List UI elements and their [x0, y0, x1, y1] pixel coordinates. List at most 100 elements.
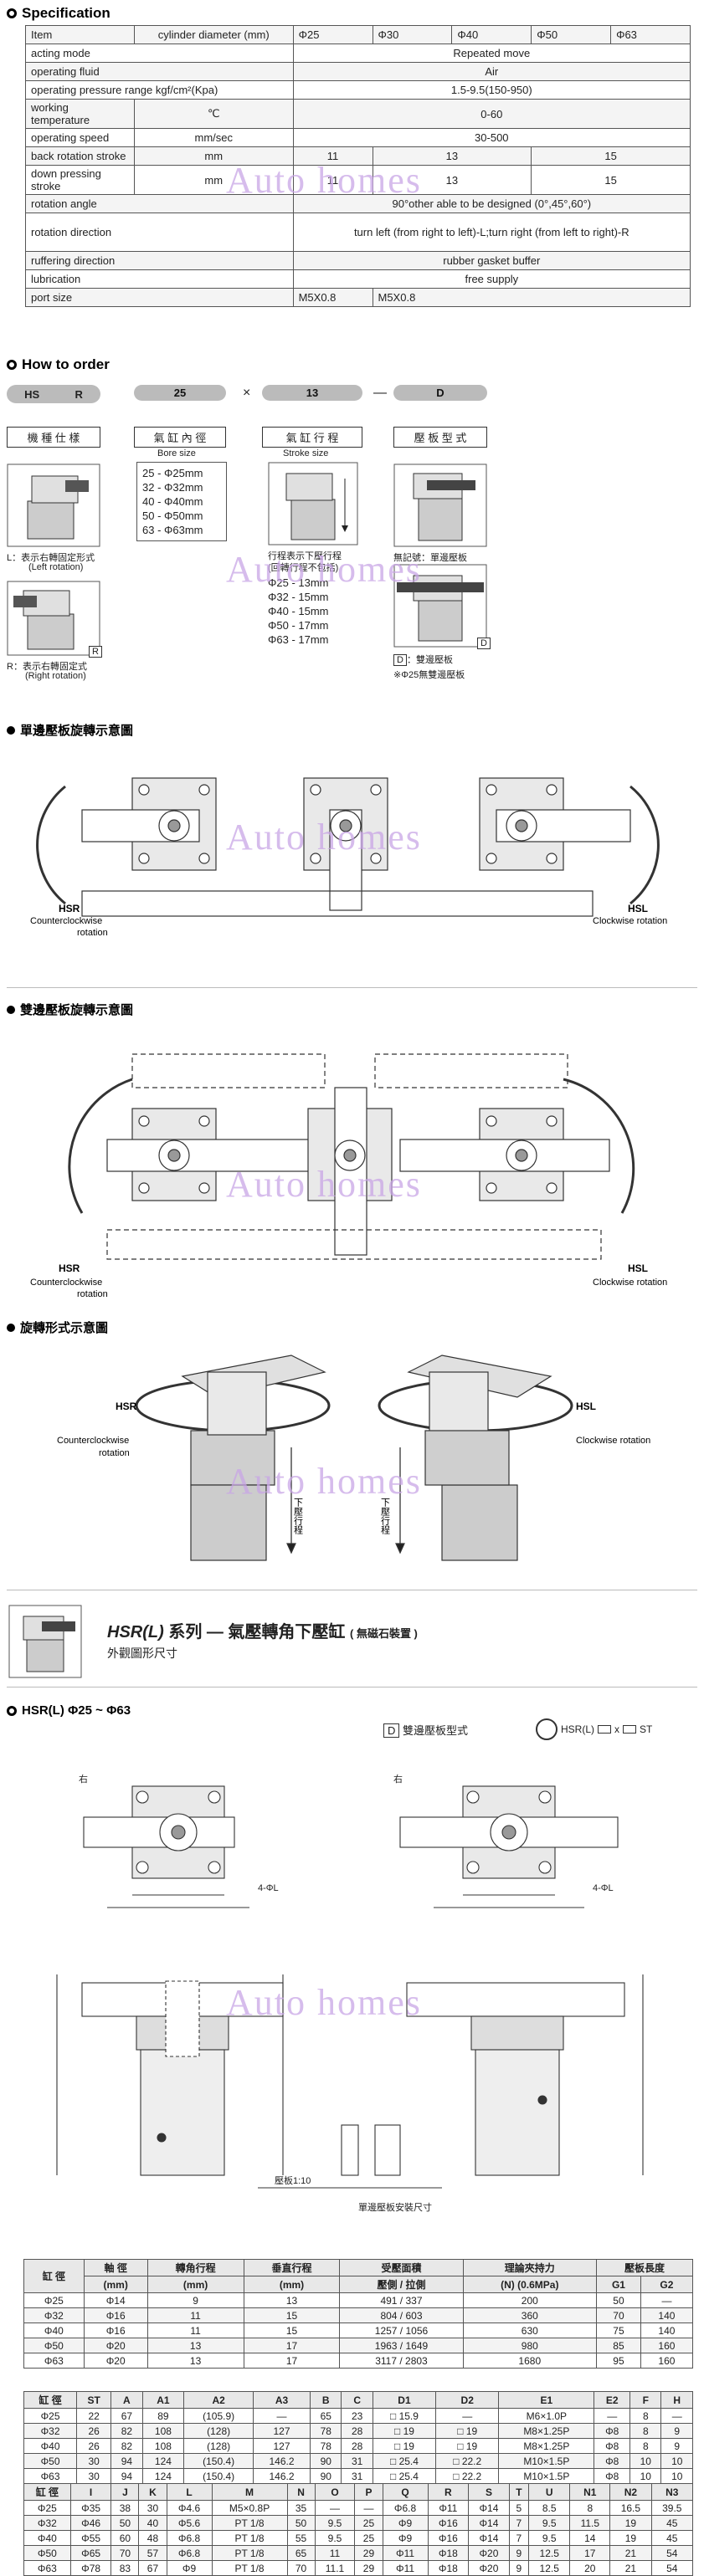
- table-cell: 9.5: [528, 2530, 571, 2546]
- hole-label-left: 4-ΦL: [258, 1883, 279, 1893]
- table-cell: 9: [508, 2545, 530, 2561]
- table-cell: 160: [640, 2353, 694, 2369]
- single-hsr-sub1: Counterclockwise: [30, 916, 102, 926]
- table-cell: 90: [310, 2453, 342, 2469]
- table-cell: □ 19: [372, 2423, 437, 2439]
- table-cell: Φ40: [23, 2438, 78, 2454]
- table-cell: 10: [660, 2453, 693, 2469]
- table-header-cell: H: [660, 2391, 693, 2409]
- table-header-cell: P: [354, 2483, 383, 2501]
- table-cell: 11: [146, 2307, 244, 2323]
- table-cell: □ 25.4: [372, 2453, 437, 2469]
- table-cell: 140: [640, 2322, 694, 2338]
- table-header-cell: R: [427, 2483, 470, 2501]
- table-header-cell: A1: [141, 2391, 185, 2409]
- table-cell: 60: [110, 2530, 140, 2546]
- group-bore: 氣 缸 內 徑: [134, 427, 226, 448]
- stroke-list: Φ25 - 13mm Φ32 - 15mm Φ40 - 15mm Φ50 - 1…: [268, 576, 329, 646]
- table-cell: 26: [76, 2423, 112, 2439]
- table-cell: —: [594, 2408, 631, 2424]
- table-header-cell: D1: [372, 2391, 437, 2409]
- table-cell: Φ14: [468, 2515, 510, 2531]
- table-cell: 65: [310, 2408, 342, 2424]
- table-cell: 70: [596, 2307, 641, 2323]
- rotform-stroke-right: 下壓行程: [380, 1498, 391, 1535]
- table-cell: □ 15.9: [372, 2408, 437, 2424]
- table-cell: 50: [596, 2292, 641, 2308]
- table-cell: 39.5: [650, 2500, 694, 2516]
- cylinder-left-image: [7, 463, 100, 547]
- plate-single-image: [393, 463, 487, 547]
- table-cell: 75: [596, 2322, 641, 2338]
- stroke-note-1: 行程表示下壓行程: [268, 551, 342, 561]
- table-cell: Φ50: [23, 2545, 71, 2561]
- table-cell: PT 1/8: [211, 2530, 288, 2546]
- table-header-cell: C: [341, 2391, 373, 2409]
- table-cell: 17: [243, 2338, 341, 2353]
- table-cell: 9.5: [528, 2515, 571, 2531]
- table-cell: 45: [650, 2515, 694, 2531]
- table-cell: 160: [640, 2338, 694, 2353]
- table-cell: 55: [286, 2530, 316, 2546]
- plate-single-note: 無記號：單邊壓板: [393, 553, 467, 563]
- table-cell: 48: [138, 2530, 167, 2546]
- table-header-cell: B: [310, 2391, 342, 2409]
- cylinder-stroke-image: [268, 462, 358, 545]
- table-cell: Φ9: [382, 2515, 429, 2531]
- table-cell: 54: [650, 2545, 694, 2561]
- table-cell: 108: [141, 2438, 185, 2454]
- table-cell: Φ8: [594, 2453, 631, 2469]
- spec-row: operating pressure range kgf/cm²(Kpa)1.5…: [25, 80, 691, 100]
- right-rotation-en: (Right rotation): [25, 671, 86, 681]
- bore-size-label: Bore size: [157, 448, 196, 458]
- table-cell: 1680: [462, 2353, 598, 2369]
- series-product-image: [8, 1605, 82, 1678]
- r-tag: R: [89, 646, 102, 658]
- top-left-label: 右: [79, 1773, 88, 1785]
- table-cell: —: [252, 2408, 311, 2424]
- table-cell: Φ32: [23, 2307, 85, 2323]
- table-cell: 8: [629, 2438, 662, 2454]
- table-cell: M10×1.5P: [498, 2468, 595, 2484]
- table-header-cell: A: [110, 2391, 143, 2409]
- table-cell: 1963 / 1649: [339, 2338, 464, 2353]
- table-cell: 19: [609, 2515, 652, 2531]
- left-rotation-note: L：表示右轉固定形式: [7, 553, 95, 563]
- table-cell: Φ20: [468, 2545, 510, 2561]
- table-cell: 50: [286, 2515, 316, 2531]
- section-bullet-icon: [7, 8, 17, 18]
- stroke-size-label: Stroke size: [283, 448, 329, 458]
- order-code-bore: 25: [134, 385, 226, 401]
- spec-heading: Specification: [7, 5, 697, 22]
- table-header-cell: K: [138, 2483, 167, 2501]
- table-cell: 10: [629, 2468, 662, 2484]
- table-cell: Φ25: [23, 2292, 85, 2308]
- table-cell: 15: [243, 2307, 341, 2323]
- table-cell: 8: [629, 2408, 662, 2424]
- table-cell: 28: [341, 2423, 373, 2439]
- table-cell: 3117 / 2803: [339, 2353, 464, 2369]
- rotform-hsr-label: HSR: [116, 1401, 137, 1412]
- table-cell: Φ32: [23, 2515, 71, 2531]
- top-right-label: 右: [393, 1773, 403, 1785]
- table-cell: 11: [314, 2545, 356, 2561]
- plate-double-image: [393, 564, 487, 648]
- table-cell: 70: [286, 2560, 316, 2576]
- table-cell: Φ63: [23, 2468, 78, 2484]
- table-header-cell: J: [110, 2483, 140, 2501]
- table-cell: 57: [138, 2545, 167, 2561]
- table-cell: 108: [141, 2423, 185, 2439]
- table-cell: Φ16: [427, 2530, 470, 2546]
- table-cell: Φ18: [427, 2545, 470, 2561]
- table-cell: PT 1/8: [211, 2545, 288, 2561]
- table-header-cell: U: [528, 2483, 571, 2501]
- table-cell: 85: [596, 2338, 641, 2353]
